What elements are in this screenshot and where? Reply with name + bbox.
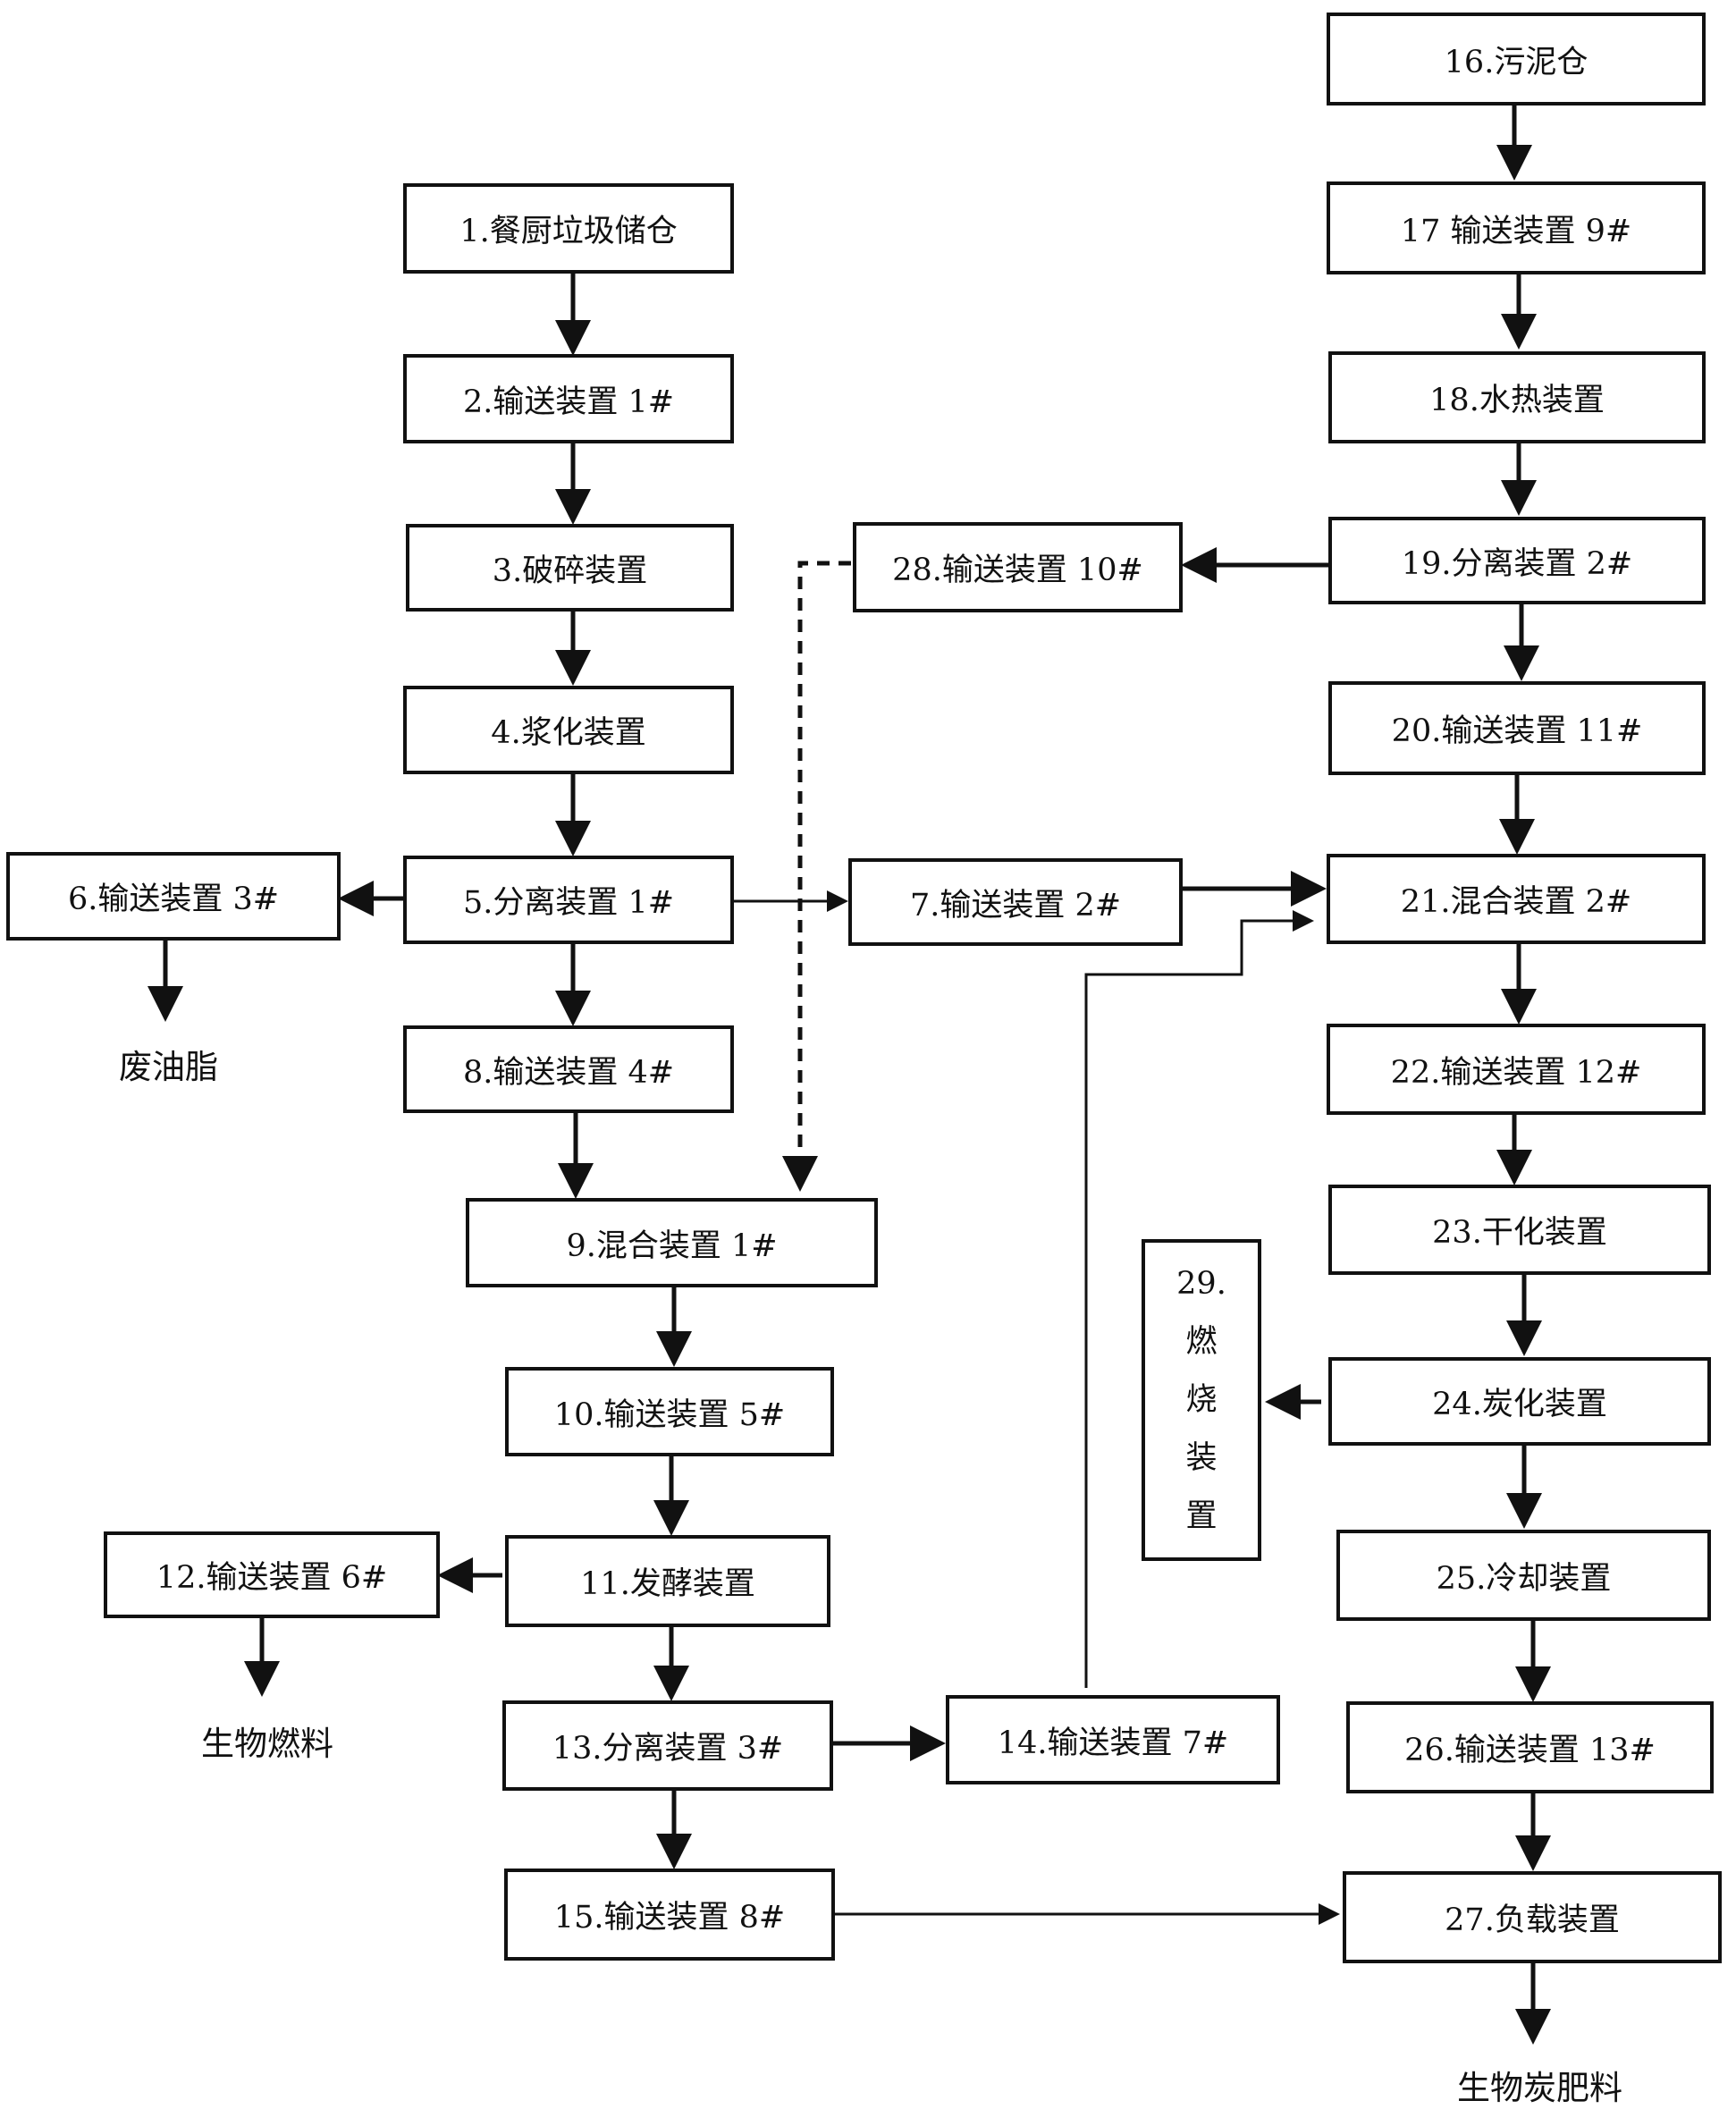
box-19-separator-2: 19.分离装置 2# xyxy=(1328,517,1706,604)
box-4-pulper: 4.浆化装置 xyxy=(403,686,734,774)
output-biofuel: 生物燃料 xyxy=(201,1725,333,1763)
box-1-kitchen-waste-silo: 1.餐厨垃圾储仓 xyxy=(403,183,734,274)
box-17-conveyor-9: 17 输送装置 9# xyxy=(1327,181,1706,274)
dashed-arrow-28-to-9 xyxy=(782,561,851,1192)
box-22-conveyor-12: 22.输送装置 12# xyxy=(1327,1024,1706,1115)
box-5-separator-1: 5.分离装置 1# xyxy=(403,856,734,944)
box-2-conveyor-1: 2.输送装置 1# xyxy=(403,354,734,443)
box-29-line-5: 置 xyxy=(1185,1497,1218,1534)
box-29-line-1: 29. xyxy=(1176,1265,1226,1302)
box-13-separator-3: 13.分离装置 3# xyxy=(502,1700,833,1791)
box-29-line-3: 烧 xyxy=(1185,1381,1218,1418)
box-18-hydrothermal-unit: 18.水热装置 xyxy=(1328,351,1706,443)
box-24-carbonizer: 24.炭化装置 xyxy=(1328,1357,1711,1446)
box-11-fermenter: 11.发酵装置 xyxy=(505,1535,830,1627)
box-29-line-4: 装 xyxy=(1185,1439,1218,1476)
output-biochar-fertilizer: 生物炭肥料 xyxy=(1457,2069,1622,2107)
box-28-conveyor-10: 28.输送装置 10# xyxy=(853,522,1183,612)
box-12-conveyor-6: 12.输送装置 6# xyxy=(104,1531,440,1618)
box-14-conveyor-7: 14.输送装置 7# xyxy=(946,1695,1280,1784)
box-29-line-2: 燃 xyxy=(1185,1323,1218,1360)
box-7-conveyor-2: 7.输送装置 2# xyxy=(848,858,1183,946)
box-9-mixer-1: 9.混合装置 1# xyxy=(466,1198,878,1287)
box-3-crusher: 3.破碎装置 xyxy=(406,524,734,612)
arrow-14-to-21 xyxy=(1084,910,1314,1688)
box-26-conveyor-13: 26.输送装置 13# xyxy=(1346,1701,1714,1793)
box-20-conveyor-11: 20.输送装置 11# xyxy=(1328,681,1706,775)
box-21-mixer-2: 21.混合装置 2# xyxy=(1327,854,1706,944)
box-6-conveyor-3: 6.输送装置 3# xyxy=(6,852,341,941)
box-8-conveyor-4: 8.输送装置 4# xyxy=(403,1025,734,1113)
box-16-sludge-silo: 16.污泥仓 xyxy=(1327,13,1706,105)
box-25-cooler: 25.冷却装置 xyxy=(1336,1530,1711,1621)
box-23-dryer: 23.干化装置 xyxy=(1328,1185,1711,1275)
box-29-combustion-unit: 29. 燃 烧 装 置 xyxy=(1142,1239,1261,1561)
box-27-loading-unit: 27.负载装置 xyxy=(1343,1871,1722,1963)
box-15-conveyor-8: 15.输送装置 8# xyxy=(504,1869,835,1961)
output-waste-oil: 废油脂 xyxy=(119,1048,218,1086)
box-10-conveyor-5: 10.输送装置 5# xyxy=(505,1367,834,1456)
